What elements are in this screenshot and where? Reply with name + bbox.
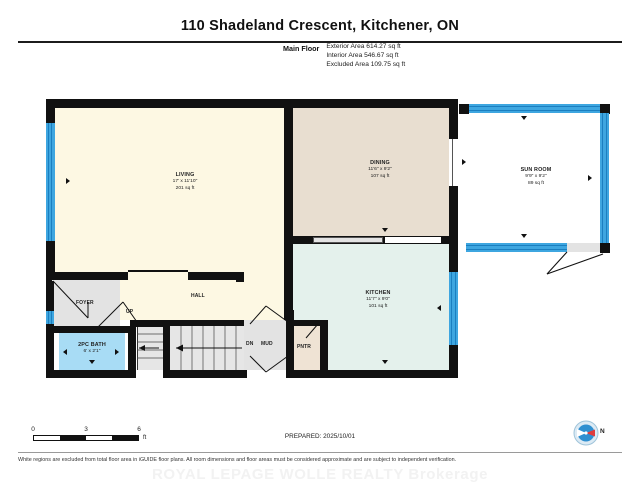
door-swing-foyer-bath xyxy=(96,301,138,329)
window-foyer xyxy=(46,311,54,324)
wall-dining-right-lower xyxy=(449,186,458,238)
scale-tick-1: 3 xyxy=(84,426,88,433)
opening-dining-kitchen xyxy=(385,237,441,243)
excluded-area: Excluded Area 109.75 sq ft xyxy=(326,61,406,69)
wall-foyer-left-lower xyxy=(46,324,54,378)
wall-bath-bottom xyxy=(46,370,136,378)
arrow-living-window xyxy=(66,178,70,184)
counter-dining xyxy=(313,237,383,243)
scale-unit: ft xyxy=(143,435,147,441)
interior-area: Interior Area 546.67 sq ft xyxy=(326,52,399,60)
window-sunroom-bottom xyxy=(466,243,567,252)
stairs-down-treads xyxy=(176,326,242,370)
room-sunroom xyxy=(466,110,605,252)
page-title: 110 Shadeland Crescent, Kitchener, ON xyxy=(180,18,460,34)
wall-foyer-left-upper xyxy=(46,281,54,311)
scale-bar-graphic xyxy=(33,435,139,441)
room-hall-ext xyxy=(236,272,286,282)
prepared-date: PREPARED: 2025/10/01 xyxy=(284,433,356,440)
room-foyer xyxy=(52,280,120,326)
door-swings-mud xyxy=(249,305,289,373)
room-mud xyxy=(244,320,286,370)
room-label-kitchen: KITCHEN 11'7" x 9'0" 101 sq ft xyxy=(365,290,391,309)
stairs-up-treads xyxy=(137,333,163,359)
wall-hall-stub xyxy=(236,272,244,282)
floor-label: Main Floor xyxy=(283,43,320,53)
window-kitchen-right xyxy=(449,272,458,345)
wall-living-left-upper xyxy=(46,99,55,123)
window-sunroom-top xyxy=(469,104,600,113)
wall-kitchen-bottom xyxy=(286,370,458,378)
door-swing-pantry xyxy=(305,323,319,339)
wall-kitchen-right-lower xyxy=(449,345,458,378)
scale-tick-2: 6 xyxy=(137,426,141,433)
room-dining xyxy=(293,108,452,236)
wall-kitchen-right-upper xyxy=(449,238,458,272)
wall-hall-right xyxy=(284,272,293,320)
wall-stairs-bottom xyxy=(163,370,247,378)
door-swing-sunroom xyxy=(546,251,604,275)
arrow-sunroom-right-window xyxy=(588,175,592,181)
wall-stairs-top xyxy=(170,320,244,326)
room-pantry xyxy=(294,326,320,370)
arrow-bath-down xyxy=(89,360,95,364)
room-label-dining: DINING 11'6" x 9'2" 107 sq ft xyxy=(368,160,392,179)
arrow-bath-left xyxy=(63,349,67,355)
room-label-living: LIVING 17' x 11'10" 201 sq ft xyxy=(172,172,198,191)
opening-living-hall xyxy=(128,272,188,280)
wall-bath-right xyxy=(128,326,136,378)
room-label-sunroom: SUN ROOM 9'9" x 9'2" 89 sq ft xyxy=(520,167,552,186)
footer-divider xyxy=(18,452,622,453)
room-hall xyxy=(120,280,286,320)
title-divider xyxy=(18,41,622,43)
wall-living-right xyxy=(284,99,293,280)
wall-sunroom-corner-tl xyxy=(459,104,469,114)
arrow-sunroom-bottom-window xyxy=(521,234,527,238)
arrow-dining-door xyxy=(462,159,466,165)
brokerage-watermark: ROYAL LEPAGE WOLLE REALTY Brokerage xyxy=(151,466,489,483)
doorway-dining-sunroom xyxy=(449,139,458,186)
door-swing-foyer xyxy=(52,280,89,319)
arrow-kitchen-bottom xyxy=(382,360,388,364)
door-sunroom xyxy=(567,243,600,252)
wall-dining-right-upper xyxy=(449,99,458,139)
compass-north-label: N xyxy=(600,428,605,435)
arrow-bath-right xyxy=(115,349,119,355)
scale-tick-0: 0 xyxy=(31,426,35,433)
compass-rose: N xyxy=(573,420,605,446)
arrow-sunroom-top-window xyxy=(521,116,527,120)
wall-hall-bottom-left xyxy=(130,320,170,327)
exterior-area: Exterior Area 614.27 sq ft xyxy=(326,43,401,50)
wall-pantry-left xyxy=(286,320,294,378)
arrow-dining-down xyxy=(382,228,388,232)
wall-sunroom-corner-tr xyxy=(600,104,610,114)
room-label-foyer: FOYER xyxy=(76,300,94,306)
disclaimer-text: White regions are excluded from total fl… xyxy=(18,457,457,463)
wall-dining-top xyxy=(293,99,458,108)
room-label-mud: MUD xyxy=(261,341,273,347)
window-living-left xyxy=(46,123,55,241)
doorway-dining-sunroom-line xyxy=(452,139,453,186)
opening-living-hall-line xyxy=(128,270,188,272)
scale-bar: 0 3 6 ft xyxy=(31,426,146,441)
room-label-bath: 2PC BATH 6' x 2'1" xyxy=(78,342,106,355)
wall-pantry-top xyxy=(286,320,328,326)
wall-pantry-right xyxy=(320,320,328,378)
room-living xyxy=(52,102,288,278)
arrow-kitchen-window xyxy=(437,305,441,311)
window-sunroom-right xyxy=(600,113,609,243)
wall-sunroom-corner-br xyxy=(600,243,610,253)
wall-living-left-lower xyxy=(46,241,55,281)
room-label-hall: HALL xyxy=(191,293,205,299)
area-summary: Main Floor Exterior Area 614.27 sq ft In… xyxy=(283,43,405,68)
wall-living-top xyxy=(46,99,292,108)
room-label-pantry: PNTR xyxy=(297,344,312,350)
room-label-dn: DN xyxy=(246,341,254,347)
wall-bath-top xyxy=(52,326,130,333)
wall-stairs-left xyxy=(163,320,170,378)
room-bath xyxy=(59,333,125,371)
